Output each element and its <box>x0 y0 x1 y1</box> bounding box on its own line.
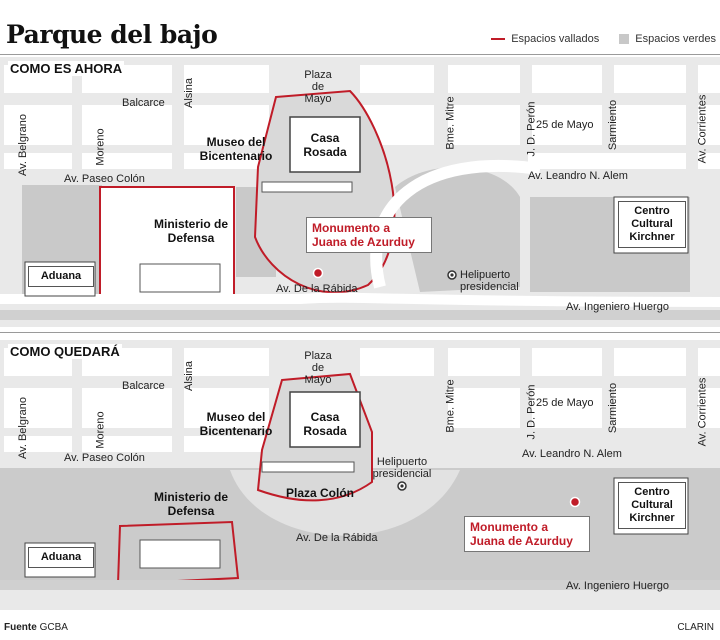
place-label-museo: Museo del Bicentenario <box>199 135 273 163</box>
map-title: Parque del bajo <box>6 20 218 49</box>
place-label-ministerio: Ministerio de Defensa <box>153 217 228 245</box>
street-label-mitre: Bme. Mitre <box>444 379 457 433</box>
map-panel-future: COMO QUEDARÁ Av. Belgrano Moreno Alsina … <box>0 340 720 610</box>
street-label-moreno: Moreno <box>94 128 107 166</box>
street-label-peron: J. D. Perón <box>525 384 538 440</box>
map-future-svg <box>0 340 720 610</box>
footer-source-value: GCBA <box>39 622 68 633</box>
place-label-cck: Centro Cultural Kirchner <box>618 201 686 248</box>
place-label-monumento: Monumento a Juana de Azurduy <box>464 516 590 552</box>
header-divider <box>0 54 720 55</box>
street-label-moreno: Moreno <box>94 411 107 449</box>
map-panel-now: COMO ES AHORA Av. Belgrano Moreno Alsina… <box>0 57 720 327</box>
footer-credit: CLARIN <box>677 622 714 633</box>
legend: Espacios vallados Espacios verdes <box>491 33 716 45</box>
legend-green-label: Espacios verdes <box>635 33 716 45</box>
panel-divider <box>0 332 720 333</box>
place-label-helipuerto: Helipuerto presidencial <box>460 269 519 293</box>
street-label-sarmiento: Sarmiento <box>607 99 620 151</box>
place-label-ministerio: Ministerio de Defensa <box>153 490 228 518</box>
street-label-sarmiento: Sarmiento <box>607 382 620 434</box>
fenced-swatch-icon <box>491 38 506 40</box>
place-label-aduana: Aduana <box>28 547 94 568</box>
street-label-25-de-mayo: 25 de Mayo <box>536 119 594 131</box>
place-label-monumento: Monumento a Juana de Azurduy <box>306 217 432 253</box>
legend-fenced-label: Espacios vallados <box>511 33 600 45</box>
place-label-helipuerto: Helipuerto presidencial <box>372 456 432 480</box>
place-label-casa-rosada: Casa Rosada <box>303 410 347 438</box>
place-label-plaza-de-mayo: Plaza de Mayo <box>304 69 332 105</box>
place-label-cck: Centro Cultural Kirchner <box>618 482 686 529</box>
street-label-alem: Av. Leandro N. Alem <box>528 170 628 182</box>
street-label-alsina: Alsina <box>182 78 195 108</box>
panel-heading-now: COMO ES AHORA <box>8 61 125 76</box>
footer-source-label: Fuente <box>4 622 37 633</box>
street-label-mitre: Bme. Mitre <box>444 96 457 150</box>
panel-heading-future: COMO QUEDARÁ <box>8 344 122 359</box>
street-label-balcarce: Balcarce <box>122 97 165 109</box>
footer-source: Fuente GCBA <box>4 622 68 633</box>
place-label-plaza-colon: Plaza Colón <box>286 486 355 500</box>
street-label-paseo-colon: Av. Paseo Colón <box>64 452 145 464</box>
map-now-svg <box>0 57 720 327</box>
header: Parque del bajo Espacios vallados Espaci… <box>0 0 720 52</box>
street-label-belgrano: Av. Belgrano <box>16 397 29 459</box>
street-label-rabida: Av. De la Rábida <box>296 532 378 544</box>
place-label-aduana: Aduana <box>28 266 94 287</box>
street-label-alem: Av. Leandro N. Alem <box>522 448 622 460</box>
street-label-belgrano: Av. Belgrano <box>16 114 29 176</box>
place-label-museo: Museo del Bicentenario <box>199 410 273 438</box>
green-swatch-icon <box>619 34 630 44</box>
street-label-corrientes: Av. Corrientes <box>696 377 709 447</box>
place-label-casa-rosada: Casa Rosada <box>303 131 347 159</box>
street-label-balcarce: Balcarce <box>122 380 165 392</box>
street-label-paseo-colon: Av. Paseo Colón <box>64 173 145 185</box>
place-label-plaza-de-mayo: Plaza de Mayo <box>304 350 332 386</box>
street-label-rabida: Av. De la Rábida <box>276 283 358 295</box>
street-label-alsina: Alsina <box>182 361 195 391</box>
street-label-huergo: Av. Ingeniero Huergo <box>566 580 669 592</box>
street-label-25-de-mayo: 25 de Mayo <box>536 397 594 409</box>
street-label-corrientes: Av. Corrientes <box>696 94 709 164</box>
street-label-huergo: Av. Ingeniero Huergo <box>566 301 669 313</box>
